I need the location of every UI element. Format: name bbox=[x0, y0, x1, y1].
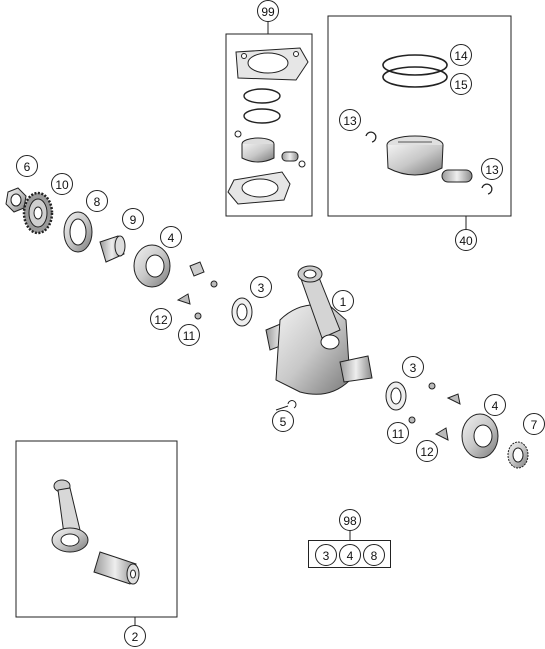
circlips bbox=[365, 131, 493, 195]
kit-item-8: 8 bbox=[363, 544, 385, 566]
callout-3-left: 3 bbox=[250, 276, 272, 298]
small-hardware-right bbox=[408, 382, 461, 441]
kit-98-contents-box: 3 4 8 bbox=[308, 540, 391, 568]
conrod-frame bbox=[15, 440, 178, 618]
small-hardware-left bbox=[176, 261, 218, 320]
shim-3-left bbox=[231, 297, 253, 327]
piston-rings-small bbox=[243, 88, 281, 124]
callout-11-left: 11 bbox=[178, 324, 200, 346]
callout-5: 5 bbox=[272, 410, 294, 432]
base-gasket bbox=[227, 171, 291, 205]
gear-10 bbox=[22, 191, 54, 235]
seal-8 bbox=[63, 211, 93, 253]
bearing-4-left bbox=[133, 244, 171, 288]
callout-6: 6 bbox=[16, 155, 38, 177]
head-gasket bbox=[235, 47, 309, 81]
callout-13-right: 13 bbox=[481, 158, 503, 180]
nut-7 bbox=[507, 441, 529, 469]
callout-2: 2 bbox=[124, 625, 146, 647]
callout-8: 8 bbox=[86, 190, 108, 212]
piston-rings-large bbox=[382, 54, 448, 88]
callout-12-left: 12 bbox=[150, 308, 172, 330]
callout-7: 7 bbox=[523, 413, 545, 435]
crank-pin bbox=[93, 551, 140, 585]
kit-item-3: 3 bbox=[315, 544, 337, 566]
small-piston bbox=[234, 130, 306, 168]
callout-99: 99 bbox=[257, 0, 279, 22]
callout-12-right: 12 bbox=[416, 440, 438, 462]
shim-3-right bbox=[385, 381, 407, 411]
bushing-9 bbox=[99, 235, 126, 263]
callout-13-left: 13 bbox=[339, 109, 361, 131]
callout-4-right: 4 bbox=[484, 394, 506, 416]
callout-1: 1 bbox=[332, 290, 354, 312]
callout-10: 10 bbox=[51, 173, 73, 195]
pin-5 bbox=[287, 400, 297, 409]
callout-40: 40 bbox=[455, 229, 477, 251]
kit-item-4: 4 bbox=[339, 544, 361, 566]
piston bbox=[386, 135, 473, 183]
callout-4-left: 4 bbox=[160, 226, 182, 248]
callout-14: 14 bbox=[450, 44, 472, 66]
callout-98: 98 bbox=[339, 509, 361, 531]
callout-9: 9 bbox=[122, 208, 144, 230]
nut-6 bbox=[5, 187, 27, 213]
bearing-4-right bbox=[461, 413, 499, 459]
callout-3-right: 3 bbox=[402, 356, 424, 378]
callout-11-right: 11 bbox=[387, 422, 409, 444]
callout-15: 15 bbox=[450, 73, 472, 95]
gasket-kit-frame bbox=[225, 33, 313, 217]
crankshaft-assembly bbox=[265, 265, 373, 395]
connecting-rod bbox=[51, 479, 89, 553]
leader-lines bbox=[134, 22, 467, 625]
piston-frame bbox=[327, 15, 512, 217]
